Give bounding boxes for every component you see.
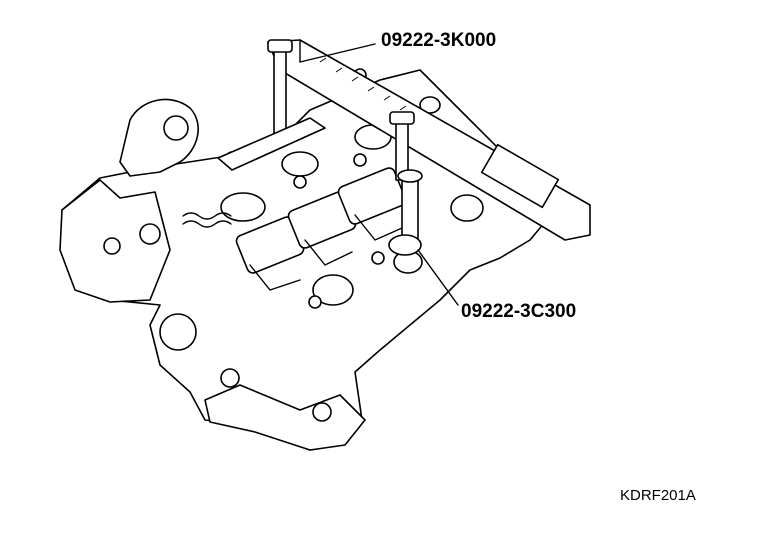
bottom-mount — [204, 384, 366, 451]
cylinder-head-body — [61, 69, 556, 451]
boss-3 — [159, 313, 197, 351]
tool-label-top: 09222-3K000 — [381, 30, 497, 51]
leader-line-top — [299, 43, 376, 63]
boss-4 — [220, 368, 240, 388]
tool-3k000-bar — [267, 39, 591, 241]
boss-1 — [139, 223, 161, 245]
tool-label-bottom: 09222-3C300 — [461, 301, 577, 322]
boss-5 — [312, 402, 332, 422]
tool-crossbar — [217, 117, 326, 171]
tool-3c300-adapter — [388, 169, 423, 256]
port-row — [235, 167, 407, 291]
leader-line-bottom — [417, 249, 459, 306]
bracket-hole — [163, 115, 189, 141]
boss-2 — [103, 237, 121, 255]
valve-spring-coil — [182, 212, 232, 228]
tool-3k000-post-right — [389, 111, 415, 181]
figure-code: KDRF201A — [620, 487, 696, 504]
